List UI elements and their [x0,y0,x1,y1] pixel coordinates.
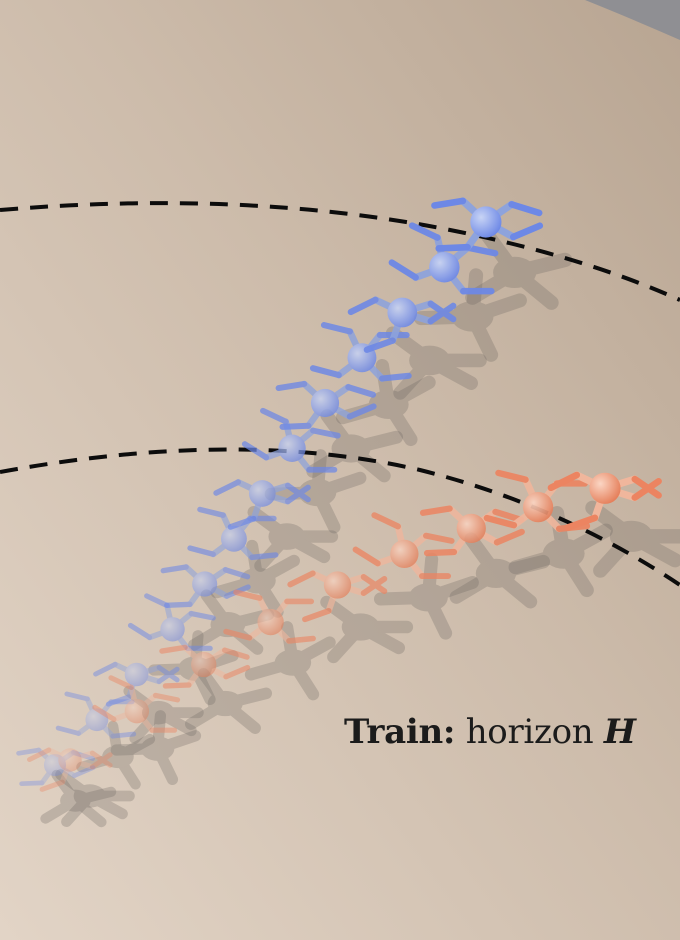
orange-agent-shadow [184,668,273,734]
blue-agent [127,593,216,652]
blue-agent [347,296,457,353]
blue-agent [388,222,499,295]
orange-agent [352,512,455,580]
orange-agent-trajectory [26,469,662,792]
orange-agent [26,747,113,792]
dashed-boundary-upper [0,201,680,302]
orange-agent-shadow [373,552,479,640]
blue-agent [241,407,341,473]
blue-agent-shadow [385,326,487,400]
orange-agent [159,644,251,689]
orange-agent [483,469,591,533]
caption-variable: H [603,712,636,752]
orange-agent [223,589,316,644]
caption-text: horizon [465,712,594,752]
orange-agent [92,675,181,734]
orange-agent [419,505,525,557]
blue-agent-shadow [40,769,117,828]
blue-agent-shadow [76,720,156,790]
blue-agent-trajectory [16,197,544,787]
blue-agent-shadow [123,685,204,744]
blue-agent-shadow [465,228,573,310]
blue-agent [213,479,311,530]
background-corner [585,0,680,40]
orange-agent [287,570,388,623]
orange-agent-shadow [55,769,135,828]
orange-agent [547,471,662,531]
orange-agent-shadow [110,710,202,786]
blue-agent [275,380,377,430]
blue-agent [55,691,137,739]
blue-agent [187,506,279,561]
blue-agent-shadow [210,539,300,618]
orange-agent-shadow [449,532,551,609]
caption-label: Train: [344,712,456,752]
blue-agent [93,661,180,707]
caption: Train: horizon H [344,712,636,752]
orange-agent-shadow [244,621,336,701]
blue-agent [431,197,544,252]
dashed-boundary-lower [0,447,680,587]
